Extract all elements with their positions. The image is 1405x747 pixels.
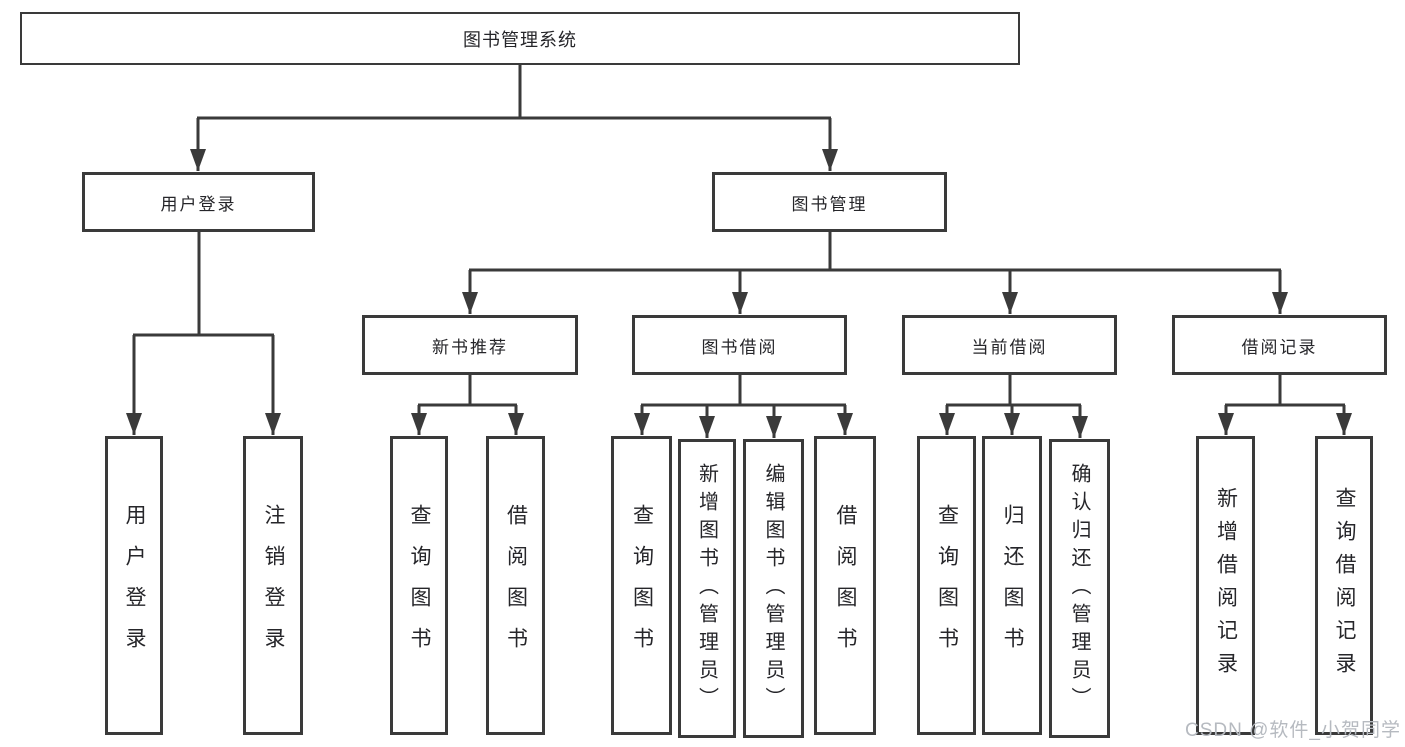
leaf-query-book-borrow-label: 查询图书 bbox=[630, 503, 654, 668]
bus-current-borrow bbox=[946, 375, 1081, 407]
leaf-query-borrow-record-label: 查询借阅记录 bbox=[1333, 486, 1356, 685]
node-borrow-records-label: 借阅记录 bbox=[1241, 337, 1318, 357]
node-book-management: 图书管理 bbox=[712, 172, 947, 232]
leaf-add-book-admin: 新增图书（管理员） bbox=[678, 439, 736, 738]
node-book-borrow-label: 图书借阅 bbox=[701, 337, 778, 357]
node-current-borrow: 当前借阅 bbox=[902, 315, 1117, 375]
bus-book-borrow bbox=[641, 375, 846, 407]
leaf-confirm-return-admin: 确认归还（管理员） bbox=[1049, 439, 1110, 738]
leaf-add-borrow-record: 新增借阅记录 bbox=[1196, 436, 1255, 735]
node-new-book-recommend-label: 新书推荐 bbox=[432, 337, 508, 357]
node-borrow-records: 借阅记录 bbox=[1172, 315, 1387, 375]
leaf-borrow-book: 借阅图书 bbox=[814, 436, 876, 735]
csdn-watermark: CSDN @软件_小贺同学 bbox=[1185, 720, 1401, 741]
leaf-user-login: 用户登录 bbox=[105, 436, 163, 735]
leaf-query-book-recommend-label: 查询图书 bbox=[408, 503, 431, 668]
leaf-return-book: 归还图书 bbox=[982, 436, 1042, 735]
bus-borrow-records bbox=[1225, 375, 1345, 407]
leaf-query-book-recommend: 查询图书 bbox=[390, 436, 448, 735]
leaf-add-book-admin-label: 新增图书（管理员） bbox=[695, 462, 718, 715]
leaf-query-borrow-record: 查询借阅记录 bbox=[1315, 436, 1373, 735]
leaf-query-book-borrow: 查询图书 bbox=[611, 436, 672, 735]
bus-user-login bbox=[133, 232, 274, 337]
node-library-system-label: 图书管理系统 bbox=[463, 29, 577, 50]
leaf-borrow-book-recommend: 借阅图书 bbox=[486, 436, 545, 735]
leaf-borrow-book-recommend-label: 借阅图书 bbox=[504, 503, 528, 668]
node-book-management-label: 图书管理 bbox=[791, 194, 868, 214]
leaf-edit-book-admin: 编辑图书（管理员） bbox=[743, 439, 804, 738]
leaf-borrow-book-label: 借阅图书 bbox=[834, 503, 857, 668]
leaf-edit-book-admin-label: 编辑图书（管理员） bbox=[762, 462, 784, 715]
bus-root bbox=[197, 65, 831, 120]
leaf-return-book-label: 归还图书 bbox=[1001, 503, 1024, 668]
node-user-login-label: 用户登录 bbox=[160, 194, 237, 214]
leaf-confirm-return-admin-label: 确认归还（管理员） bbox=[1068, 462, 1090, 715]
leaf-add-borrow-record-label: 新增借阅记录 bbox=[1214, 486, 1238, 685]
bus-new-book-recommend bbox=[418, 375, 517, 407]
node-book-borrow: 图书借阅 bbox=[632, 315, 847, 375]
leaf-user-login-label: 用户登录 bbox=[123, 503, 146, 668]
node-new-book-recommend: 新书推荐 bbox=[362, 315, 578, 375]
leaf-query-book-current: 查询图书 bbox=[917, 436, 976, 735]
node-library-system: 图书管理系统 bbox=[20, 12, 1020, 65]
leaf-logout-label: 注销登录 bbox=[262, 503, 285, 668]
leaf-query-book-current-label: 查询图书 bbox=[935, 503, 959, 668]
node-user-login: 用户登录 bbox=[82, 172, 315, 232]
leaf-logout: 注销登录 bbox=[243, 436, 303, 735]
node-current-borrow-label: 当前借阅 bbox=[971, 337, 1048, 357]
bus-book-management bbox=[469, 232, 1281, 272]
